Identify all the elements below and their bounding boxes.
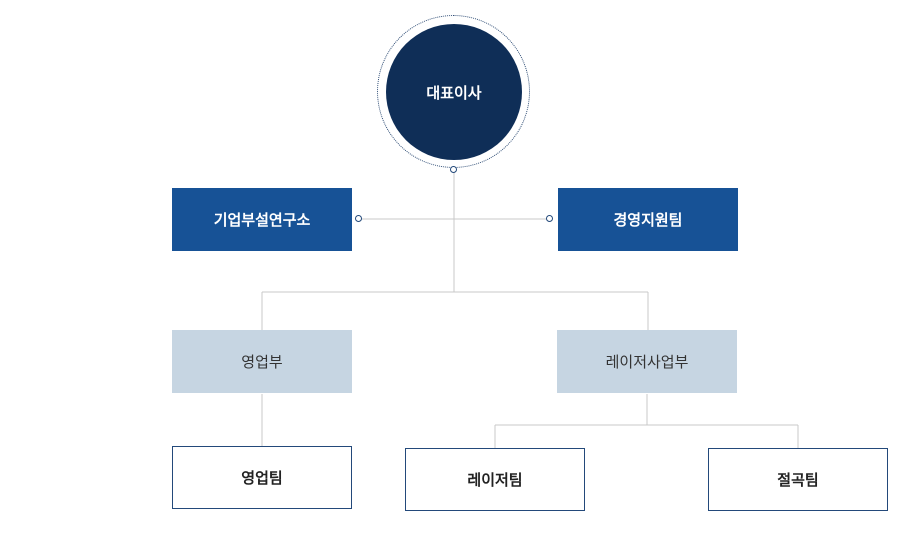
laser-team-node: 레이저팀 — [405, 448, 585, 511]
laser-dept-node: 레이저사업부 — [557, 330, 737, 393]
laser-team-label: 레이저팀 — [467, 471, 523, 489]
support-label: 경영지원팀 — [613, 211, 683, 229]
rnd-node: 기업부설연구소 — [172, 188, 352, 251]
support-node: 경영지원팀 — [558, 188, 738, 251]
sales-dept-node: 영업부 — [172, 330, 352, 393]
rnd-connector-dot — [355, 215, 362, 222]
rnd-label: 기업부설연구소 — [213, 211, 311, 229]
laser-dept-label: 레이저사업부 — [605, 353, 689, 371]
cutting-team-node: 절곡팀 — [708, 448, 888, 511]
ceo-label: 대표이사 — [426, 83, 482, 102]
ceo-node: 대표이사 — [386, 24, 522, 160]
sales-team-label: 영업팀 — [241, 469, 283, 487]
sales-dept-label: 영업부 — [241, 353, 283, 371]
support-connector-dot — [546, 215, 553, 222]
cutting-team-label: 절곡팀 — [777, 471, 819, 489]
ceo-connector-dot — [450, 166, 457, 173]
sales-team-node: 영업팀 — [172, 446, 352, 509]
